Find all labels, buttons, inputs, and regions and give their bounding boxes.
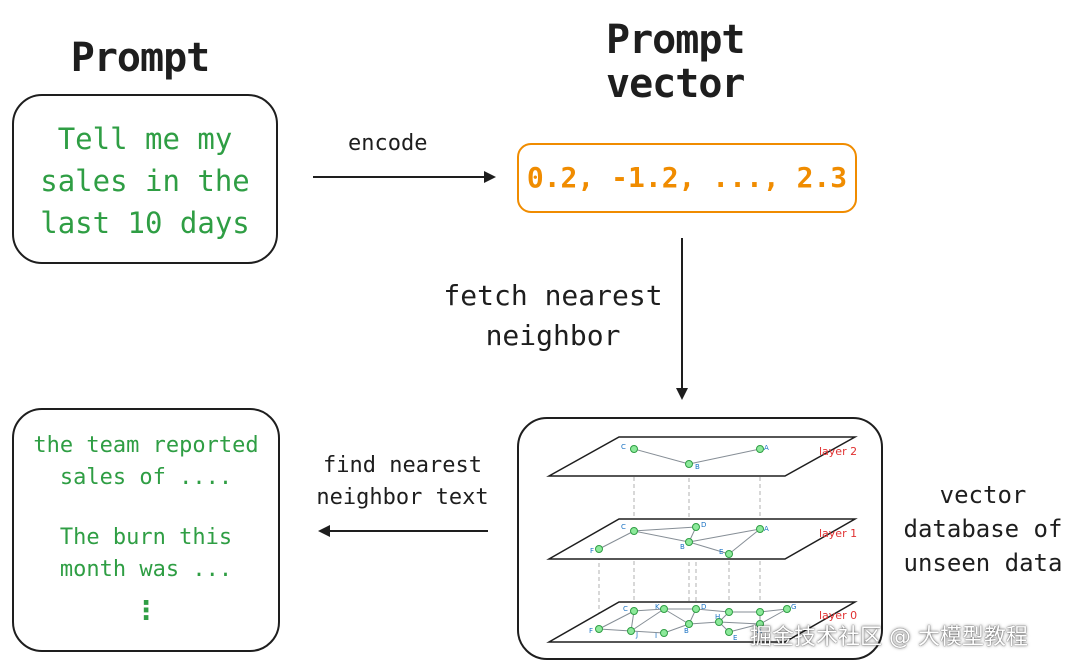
node-label: F <box>590 547 594 555</box>
result-box: the team reported sales of .... The burn… <box>12 408 280 652</box>
node-k <box>660 605 668 613</box>
node-label: B <box>684 627 689 635</box>
node-label: D <box>701 521 706 529</box>
node-c <box>630 445 638 453</box>
encode-label: encode <box>348 131 428 156</box>
vector-db-label-line-2: database of <box>903 515 1063 543</box>
layer-0-label: layer 0 <box>819 609 857 622</box>
node-b <box>685 460 693 468</box>
vector-db-label-line-1: vector <box>939 481 1027 509</box>
node-d <box>692 523 700 531</box>
result-text-2-line-2: month was ... <box>59 557 233 582</box>
node-a <box>756 525 764 533</box>
prompt-vector-title-line-2: vector <box>606 61 746 107</box>
node-f <box>595 545 603 553</box>
hnsw-graph: C A B layer 2 C D A F B E layer 1 <box>546 436 858 643</box>
find-label: find nearest neighbor text <box>310 450 495 514</box>
node-label: A <box>764 525 769 533</box>
node-label: B <box>680 543 685 551</box>
prompt-text-line-1: Tell me my <box>57 122 233 156</box>
node-j <box>627 627 635 635</box>
node-a <box>756 445 764 453</box>
prompt-vector-box: 0.2, -1.2, ..., 2.3 <box>517 143 857 213</box>
layer-2-nodes <box>630 445 764 468</box>
result-text-1: the team reported sales of .... <box>14 430 278 494</box>
layer-1-plane <box>546 518 858 560</box>
layer-2-edges <box>633 448 761 465</box>
node-extra <box>756 608 764 616</box>
prompt-vector-title: Prompt vector <box>606 18 826 106</box>
fetch-label-line-2: neighbor <box>485 319 621 352</box>
node-label: G <box>791 603 796 611</box>
prompt-title-text: Prompt <box>70 35 210 81</box>
node-label: A <box>757 627 762 635</box>
layer-2-label: layer 2 <box>819 445 857 458</box>
result-ellipsis: ⋮ <box>133 596 159 626</box>
node-a <box>756 620 764 628</box>
prompt-text-line-3: last 10 days <box>40 206 250 240</box>
node-e <box>725 628 733 636</box>
prompt-box: Tell me my sales in the last 10 days <box>12 94 278 264</box>
watermark: 掘金技术社区 @ 大模型教程 <box>750 625 1028 650</box>
node-d <box>692 605 700 613</box>
node-label: A <box>764 444 769 452</box>
node-b <box>685 620 693 628</box>
layer-0-plane <box>546 601 858 643</box>
prompt-vector-value: 0.2, -1.2, ..., 2.3 <box>526 161 848 194</box>
node-label: C <box>623 605 628 613</box>
prompt-title: Prompt <box>40 36 240 80</box>
node-e <box>725 550 733 558</box>
layer-0-nodes <box>595 605 791 637</box>
vector-db-label: vector database of unseen data <box>893 478 1073 580</box>
node-label: F <box>589 627 593 635</box>
vector-db-label-line-3: unseen data <box>903 549 1063 577</box>
node-f <box>595 625 603 633</box>
result-text-2-line-1: The burn this <box>59 525 233 550</box>
node-label: B <box>695 463 700 471</box>
node-label: E <box>719 548 723 556</box>
layer-1-label: layer 1 <box>819 527 857 540</box>
node-label: K <box>655 603 660 611</box>
node-label: C <box>621 523 626 531</box>
result-text-1-line-1: the team reported <box>33 433 259 458</box>
fetch-label-line-1: fetch nearest <box>443 279 663 312</box>
result-text-2: The burn this month was ... <box>14 522 278 586</box>
node-b <box>685 538 693 546</box>
node-label: D <box>701 603 706 611</box>
node-c <box>630 607 638 615</box>
node-label: C <box>621 443 626 451</box>
node-label: J <box>635 631 638 639</box>
node-extra <box>725 608 733 616</box>
prompt-vector-title-line-1: Prompt <box>606 17 746 63</box>
prompt-text: Tell me my sales in the last 10 days <box>14 118 276 244</box>
node-c <box>630 527 638 535</box>
node-h <box>715 618 723 626</box>
find-label-line-1: find nearest <box>323 453 482 478</box>
vector-db-box: C A B layer 2 C D A F B E layer 1 <box>517 417 883 660</box>
layer-1-edges <box>598 526 761 555</box>
result-text-1-line-2: sales of .... <box>59 465 233 490</box>
prompt-text-line-2: sales in the <box>40 164 250 198</box>
find-label-line-2: neighbor text <box>316 485 489 510</box>
layer-1-nodes <box>595 523 764 558</box>
fetch-label: fetch nearest neighbor <box>428 276 678 356</box>
node-g <box>783 605 791 613</box>
layer-2-plane <box>546 436 858 477</box>
node-label: I <box>655 632 657 640</box>
node-label: E <box>733 634 737 642</box>
node-label: H <box>715 613 720 621</box>
node-i <box>660 629 668 637</box>
